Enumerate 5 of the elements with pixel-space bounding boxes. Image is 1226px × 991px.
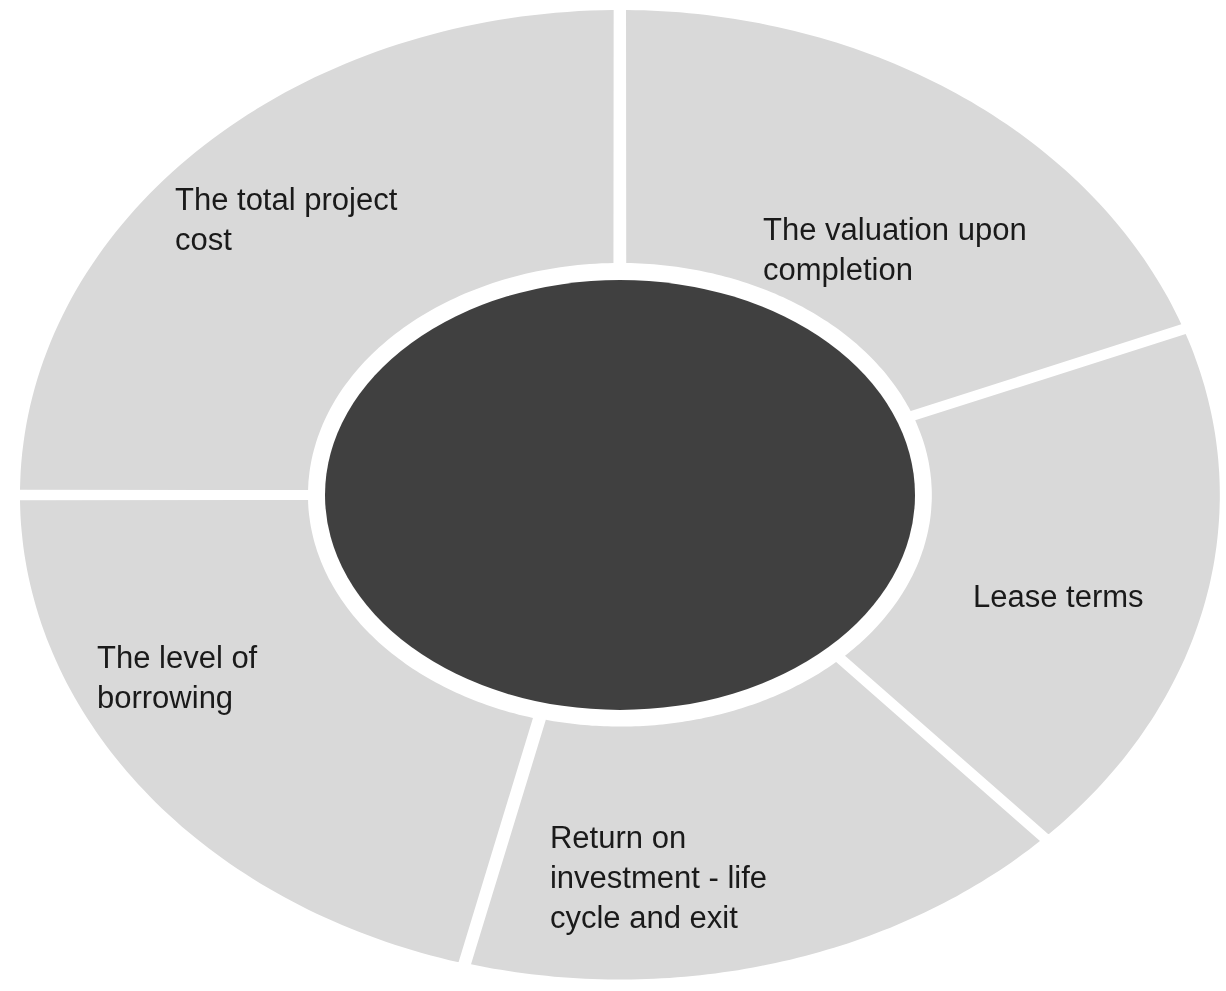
segment-label: The total project cost: [175, 181, 399, 259]
segment-label: The level of borrowing: [97, 639, 259, 717]
segment-label: Return on investment - life cycle and exit: [550, 819, 769, 937]
segment-label: The valuation upon completion: [763, 211, 1028, 289]
segment-label: Lease terms: [973, 578, 1145, 616]
